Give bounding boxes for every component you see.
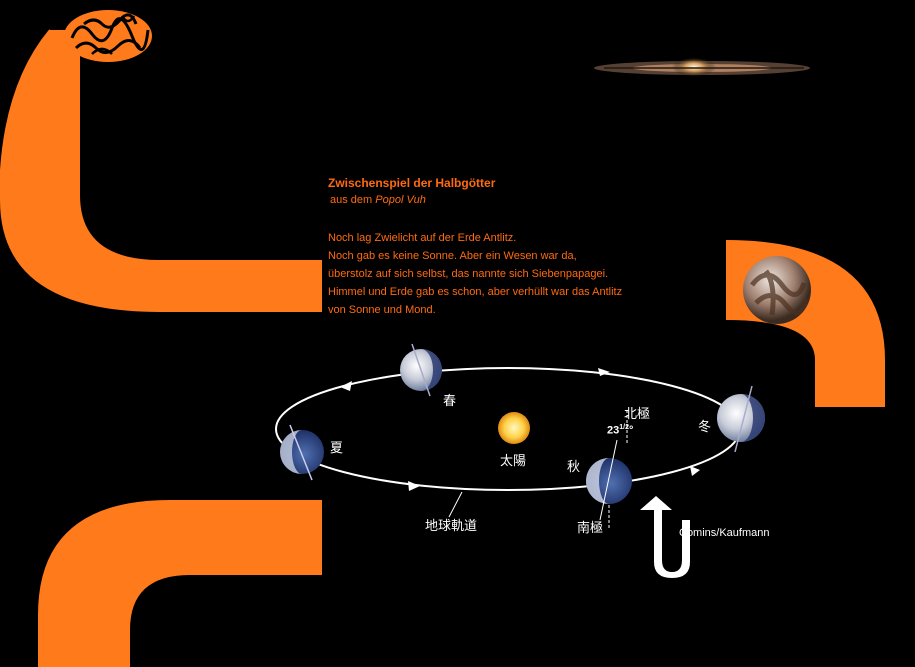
earth-summer [280, 424, 324, 481]
image-credit: Comins/Kaufmann [679, 527, 770, 539]
menu-wrap-4: 2004 [12, 111, 34, 129]
label-autumn: 秋 [567, 459, 581, 474]
poem-line: Noch lag Zwielicht auf der Erde Antlitz. [328, 232, 517, 244]
orbit-arrow-lower-left [408, 481, 420, 491]
page-title: Zwischenspiel der Halbgötter [328, 176, 496, 190]
poem-text: Noch lag Zwielicht auf der Erde Antlitz.… [328, 229, 622, 319]
poem-line: überstolz auf sich selbst, das nannte si… [328, 268, 609, 280]
orbit-arrow-upper-left [340, 381, 352, 391]
menu-wrap-2: kalender [21, 76, 62, 94]
menu-item-kalender[interactable]: kalender [21, 79, 63, 90]
sun-icon [498, 412, 530, 444]
earth-spring [400, 343, 442, 397]
menu-item-year[interactable]: 2004 [12, 114, 35, 125]
orbit-leader-line [448, 491, 463, 518]
subtitle-prefix: aus dem [330, 194, 373, 206]
label-south-pole: 南極 [577, 520, 604, 535]
poem-line: von Sonne und Mond. [328, 304, 436, 316]
orbit-arrow-upper-right [598, 368, 610, 376]
poem-line: Himmel und Erde gab es schon, aber verhü… [328, 286, 623, 298]
top-left-arc-thin-outline [0, 29, 51, 201]
label-spring: 春 [443, 393, 457, 408]
menu-wrap-3: projekt [14, 94, 47, 112]
label-winter: 冬 [698, 419, 712, 434]
menu-item-date[interactable]: 12.19.11.0.0 [8, 132, 64, 143]
orbit-arrow-lower-right [690, 466, 700, 476]
galaxy-icon [594, 57, 810, 77]
label-sun: 太陽 [500, 453, 527, 468]
label-tilt: 231/2° [607, 424, 633, 437]
earth-winter [717, 385, 765, 453]
subtitle-work: Popol Vuh [375, 194, 426, 206]
menu-item-maya[interactable]: maya [33, 61, 59, 72]
top-left-arc [0, 30, 322, 312]
tilt-value: 23 [607, 424, 620, 437]
label-north-pole: 北極 [624, 406, 651, 421]
menu-wrap-5: 12.19.11.0.0 [8, 129, 66, 148]
bottom-left-arc [38, 500, 322, 667]
label-orbit: 地球軌道 [425, 518, 478, 533]
sidebar-menu: maya [33, 58, 59, 76]
earth-autumn [586, 410, 632, 530]
poem-line: Noch gab es keine Sonne. Aber ein Wesen … [328, 250, 577, 262]
label-summer: 夏 [330, 440, 344, 455]
brain-icon[interactable] [62, 8, 154, 64]
uturn-arrow-icon [640, 496, 690, 578]
marble-sphere-icon [743, 256, 811, 324]
page-subtitle: aus dem Popol Vuh [330, 194, 426, 206]
tilt-unit: ° [628, 424, 634, 437]
menu-item-projekt[interactable]: projekt [14, 97, 48, 108]
tilt-fraction: 1/2 [619, 424, 629, 431]
